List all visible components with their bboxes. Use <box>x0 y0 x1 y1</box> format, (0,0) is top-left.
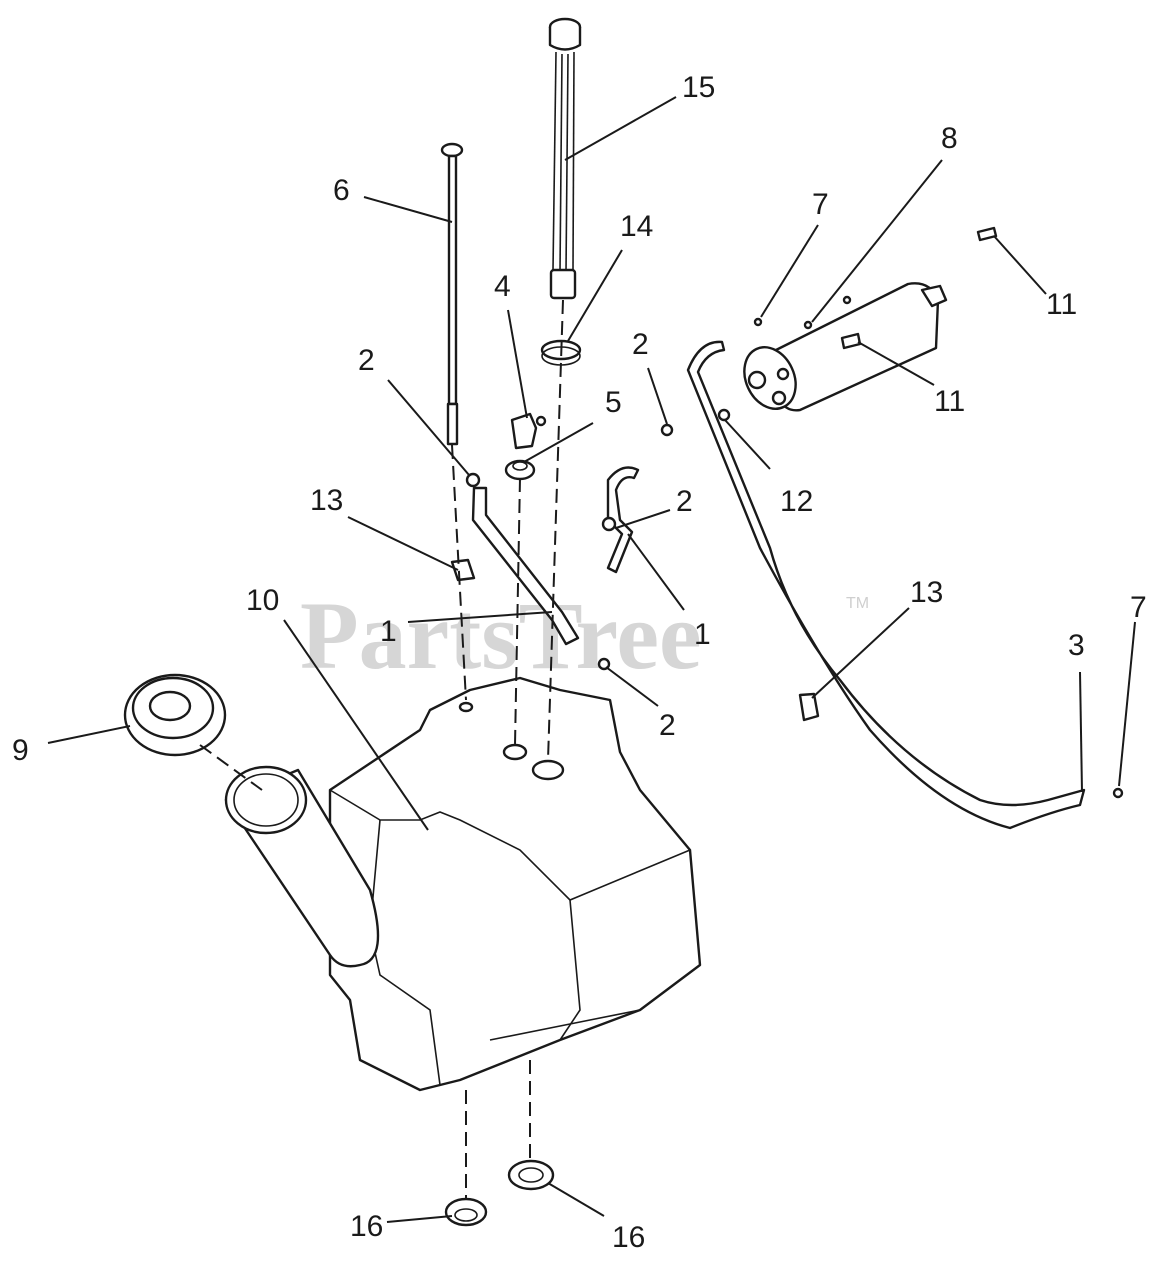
callout-2: 2 <box>676 485 693 518</box>
callout-3: 3 <box>1068 629 1085 662</box>
watermark-trademark: TM <box>846 595 869 612</box>
callout-9: 9 <box>12 734 29 767</box>
callout-16: 16 <box>612 1221 645 1254</box>
callout-10: 10 <box>246 584 279 617</box>
watermark: PartsTree <box>300 582 702 689</box>
callout-7: 7 <box>1130 591 1147 624</box>
fuel-tank-part-10[interactable] <box>224 676 702 1092</box>
callout-12: 12 <box>780 485 813 518</box>
callout-15: 15 <box>682 71 715 104</box>
callout-16: 16 <box>350 1210 383 1243</box>
callout-11: 11 <box>1046 288 1077 321</box>
callout-4: 4 <box>494 270 511 303</box>
callout-1: 1 <box>694 618 711 651</box>
washer-part-12[interactable] <box>717 408 731 422</box>
callout-numbers: 15 8 6 7 14 11 4 2 2 5 11 13 2 12 10 13 … <box>12 71 1147 1254</box>
callout-5: 5 <box>605 386 622 419</box>
bushing-part-5[interactable] <box>504 459 536 481</box>
fuel-line-part-3[interactable] <box>686 340 1086 830</box>
assembly-lines <box>199 299 564 1200</box>
fuel-cap-part-9[interactable] <box>123 673 227 757</box>
rod-part-6[interactable] <box>440 142 464 446</box>
filter-part-8[interactable] <box>735 282 948 417</box>
callout-13: 13 <box>910 576 943 609</box>
callout-2: 2 <box>632 328 649 361</box>
fuel-hose-part-1[interactable] <box>471 466 640 646</box>
clip-part-13[interactable] <box>450 558 820 722</box>
fuel-sender-part[interactable] <box>548 17 582 300</box>
callout-1: 1 <box>380 615 397 648</box>
callout-14: 14 <box>620 210 653 243</box>
callout-2: 2 <box>659 709 676 742</box>
valve-part-4[interactable] <box>510 412 547 450</box>
fitting-part-11[interactable] <box>840 226 998 350</box>
fastener-part-7[interactable] <box>753 317 1124 799</box>
clamp-part-2[interactable] <box>465 423 674 671</box>
callout-7: 7 <box>812 188 829 221</box>
callout-13: 13 <box>310 484 343 517</box>
callout-11: 11 <box>934 385 965 418</box>
grommet-part-16[interactable] <box>444 1159 555 1227</box>
callout-2: 2 <box>358 344 375 377</box>
leader-lines <box>47 96 1136 1223</box>
callout-6: 6 <box>333 174 350 207</box>
callout-8: 8 <box>941 122 958 155</box>
